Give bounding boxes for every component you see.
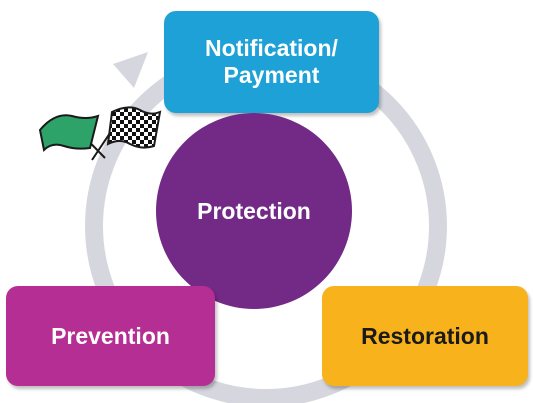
- notification-payment-box: Notification/ Payment: [164, 11, 379, 113]
- green-flag-icon: [38, 114, 106, 159]
- restoration-label: Restoration: [361, 322, 489, 349]
- checkered-flag-icon: [91, 106, 162, 161]
- payment-label: Payment: [223, 62, 320, 88]
- protection-label: Protection: [197, 197, 311, 224]
- restoration-box: Restoration: [322, 286, 528, 386]
- notification-label: Notification/: [205, 35, 338, 61]
- prevention-label: Prevention: [51, 322, 170, 349]
- prevention-box: Prevention: [6, 286, 215, 386]
- cycle-arrowhead: [113, 52, 148, 88]
- protection-circle: Protection: [156, 113, 352, 309]
